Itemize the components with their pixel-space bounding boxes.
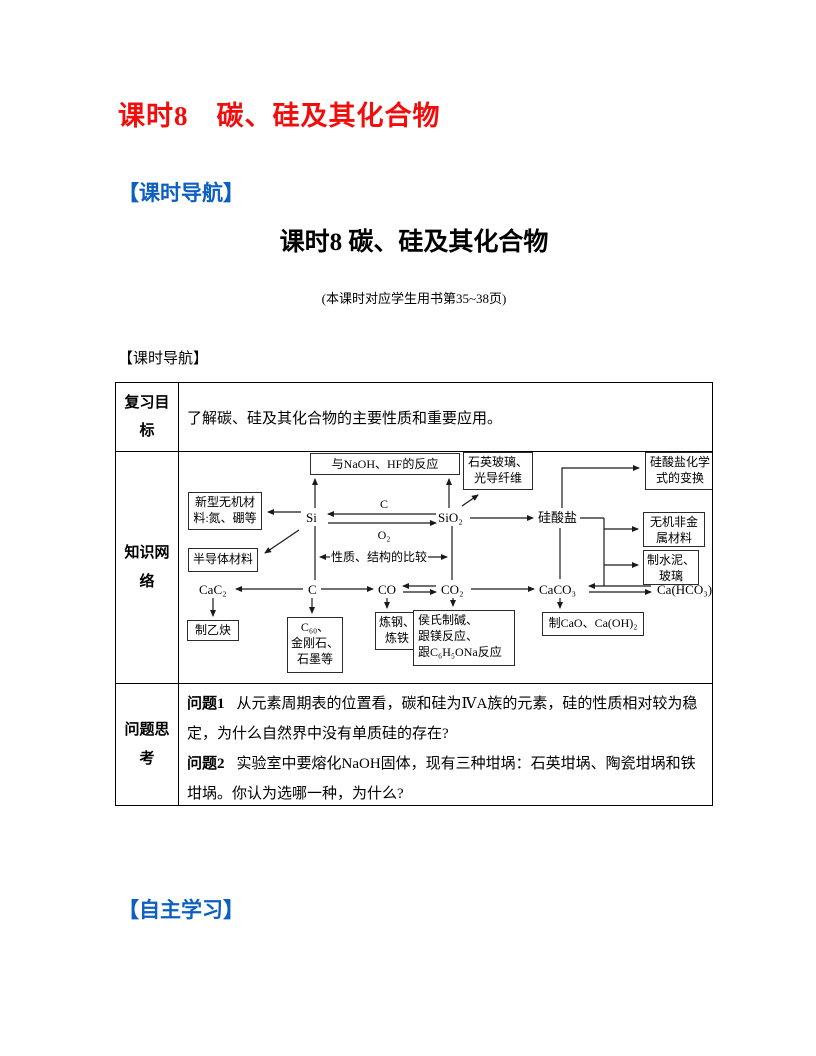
box-steel-iron-smelting: 炼钢、 炼铁: [375, 612, 419, 650]
row-content-review-goal: 了解碳、硅及其化合物的主要性质和重要应用。: [187, 410, 503, 427]
box-naoh-hf-reaction: 与NaOH、HF的反应: [310, 453, 460, 475]
box-c60-diamond-graphite: C₆₀、 金刚石、 石墨等: [287, 617, 343, 673]
node-cahco32: Ca(HCO₃)₂: [657, 582, 712, 597]
row-header-knowledge-network: 知识网络: [116, 452, 179, 683]
row-header-questions: 问题思考: [116, 684, 179, 805]
box-silicate-formula-transform: 硅酸盐化学 式的变换: [645, 452, 712, 490]
question-2-text: 实验室中要熔化NaOH固体，现有三种坩埚：石英坩埚、陶瓷坩埚和铁坩埚。你认为选哪…: [187, 756, 696, 802]
box-quartz-glass-fiber: 石英玻璃、 光导纤维: [463, 452, 533, 490]
row-header-review-goal: 复习目标: [116, 383, 179, 451]
label-property-structure-compare: 性质、结构的比较: [331, 550, 428, 564]
table-row-review-goal: 复习目标 了解碳、硅及其化合物的主要性质和重要应用。: [116, 383, 712, 451]
node-co: CO: [378, 582, 397, 597]
question-1-text: 从元素周期表的位置看，碳和硅为ⅣA族的元素，硅的性质相对较为稳定，为什么自然界中…: [187, 696, 698, 742]
box-cao-caoh2: 制CaO、Ca(OH)₂: [542, 612, 644, 636]
lesson-subtitle: (本课时对应学生用书第35~38页): [321, 291, 507, 306]
node-co2: CO₂: [441, 582, 464, 597]
label-carbon-reagent: C: [379, 497, 388, 511]
lesson-title: 课时8 碳、硅及其化合物: [279, 229, 549, 256]
page-title: 课时8 碳、硅及其化合物: [118, 101, 441, 131]
box-inorganic-nonmetal-materials: 无机非金 属材料: [643, 512, 705, 547]
label-oxygen-reagent: O₂: [377, 528, 391, 542]
node-silicate: 硅酸盐: [538, 510, 578, 525]
node-sio2: SiO₂: [438, 510, 463, 525]
section-header-lesson-nav: 【课时导航】: [118, 181, 244, 205]
section-header-self-study: 【自主学习】: [118, 898, 244, 922]
review-table: 复习目标 了解碳、硅及其化合物的主要性质和重要应用。 知识网络: [115, 382, 713, 806]
diagram-connector-lines: [210, 465, 652, 617]
node-caco3: CaCO₃: [539, 582, 577, 597]
box-acetylene: 制乙炔: [187, 620, 239, 641]
box-new-inorganic-materials: 新型无机材 料:氮、硼等: [188, 492, 262, 530]
question-1-label: 问题1: [187, 696, 225, 712]
box-houshi-reactions: 侯氏制碱、 跟镁反应、 跟C₆H₅ONa反应: [413, 610, 515, 666]
node-c: C: [308, 582, 317, 597]
row-content-knowledge-network: 与NaOH、HF的反应 石英玻璃、 光导纤维 硅酸盐化学 式的变换 新型无机材 …: [179, 452, 712, 683]
node-si: Si: [306, 510, 317, 525]
nav-label: 【课时导航】: [118, 351, 209, 367]
box-cement-glass: 制水泥、 玻璃: [643, 550, 699, 585]
box-semiconductor-material: 半导体材料: [188, 548, 258, 572]
node-cac2: CaC₂: [199, 582, 227, 597]
question-2-label: 问题2: [187, 756, 225, 772]
table-row-knowledge-network: 知识网络: [116, 451, 712, 683]
knowledge-diagram: 与NaOH、HF的反应 石英玻璃、 光导纤维 硅酸盐化学 式的变换 新型无机材 …: [179, 452, 712, 683]
